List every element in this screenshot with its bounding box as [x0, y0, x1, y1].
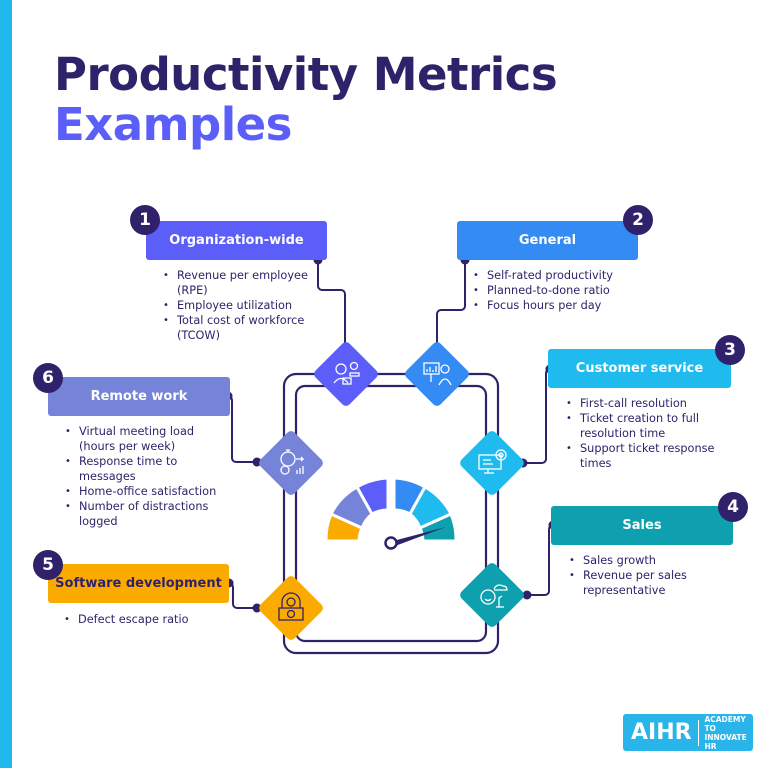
metric-list-remote-work: Virtual meeting load (hours per week) Re… [64, 424, 224, 529]
logo-divider [697, 719, 699, 746]
category-box-organization-wide: Organization-wide [146, 221, 327, 260]
category-box-sales: Sales [551, 506, 733, 545]
page-title: Productivity Metrics Examples [54, 48, 558, 151]
logo-mark: AIHR [631, 720, 692, 745]
number-badge-4: 4 [718, 492, 748, 522]
category-box-general: General [457, 221, 638, 260]
number-badge-5: 5 [33, 550, 63, 580]
metric-item: Revenue per sales representative [568, 568, 718, 598]
inner-frame [294, 384, 488, 643]
metric-item: Ticket creation to full resolution time [565, 411, 730, 441]
number-badge-3: 3 [715, 335, 745, 365]
category-label: Remote work [90, 389, 188, 404]
developer-money-icon [278, 592, 304, 621]
category-label: Customer service [575, 361, 704, 376]
left-accent-stripe [0, 0, 12, 768]
team-collaboration-icon [333, 361, 360, 385]
title-line-2: Examples [54, 98, 292, 151]
metric-list-organization-wide: Revenue per employee (RPE) Employee util… [162, 268, 322, 343]
stopwatch-gear-icon [280, 449, 305, 475]
metric-list-software-development: Defect escape ratio [63, 612, 223, 627]
metric-item: Virtual meeting load (hours per week) [64, 424, 224, 454]
category-box-software-development: Software development [48, 564, 229, 603]
logo-tagline: ACADEMY TO INNOVATE HR [704, 714, 747, 751]
category-label: Sales [622, 518, 662, 533]
category-box-customer-service: Customer service [548, 349, 731, 388]
metric-item: Sales growth [568, 553, 718, 568]
metric-item: Revenue per employee (RPE) [162, 268, 322, 298]
title-line-1: Productivity Metrics [54, 48, 558, 101]
category-label: Software development [55, 576, 222, 591]
gauge-needle [393, 527, 446, 546]
metric-item: Employee utilization [162, 298, 322, 313]
outer-frame [282, 372, 500, 655]
number-badge-6: 6 [33, 363, 63, 393]
metric-item: First-call resolution [565, 396, 730, 411]
category-box-remote-work: Remote work [48, 377, 230, 416]
sales-person-icon [480, 584, 508, 608]
metric-item: Defect escape ratio [63, 612, 223, 627]
metric-item: Response time to messages [64, 454, 224, 484]
metric-item: Home-office satisfaction [64, 484, 224, 499]
category-label: General [518, 233, 577, 248]
metric-item: Focus hours per day [472, 298, 647, 313]
metric-item: Number of distractions logged [64, 499, 224, 529]
metric-item: Support ticket response times [565, 441, 730, 471]
number-badge-1: 1 [130, 205, 160, 235]
aihr-logo: AIHR ACADEMY TO INNOVATE HR [623, 714, 753, 751]
support-monitor-target-icon [478, 449, 507, 474]
productivity-gauge [324, 476, 458, 550]
category-label: Organization-wide [169, 233, 304, 248]
metric-list-sales: Sales growth Revenue per sales represent… [568, 553, 718, 598]
metric-item: Total cost of workforce (TCOW) [162, 313, 322, 343]
metric-item: Planned-to-done ratio [472, 283, 647, 298]
metric-list-general: Self-rated productivity Planned-to-done … [472, 268, 647, 313]
metric-item: Self-rated productivity [472, 268, 647, 283]
metric-list-customer-service: First-call resolution Ticket creation to… [565, 396, 730, 471]
presentation-chart-icon [423, 362, 452, 386]
number-badge-2: 2 [623, 205, 653, 235]
